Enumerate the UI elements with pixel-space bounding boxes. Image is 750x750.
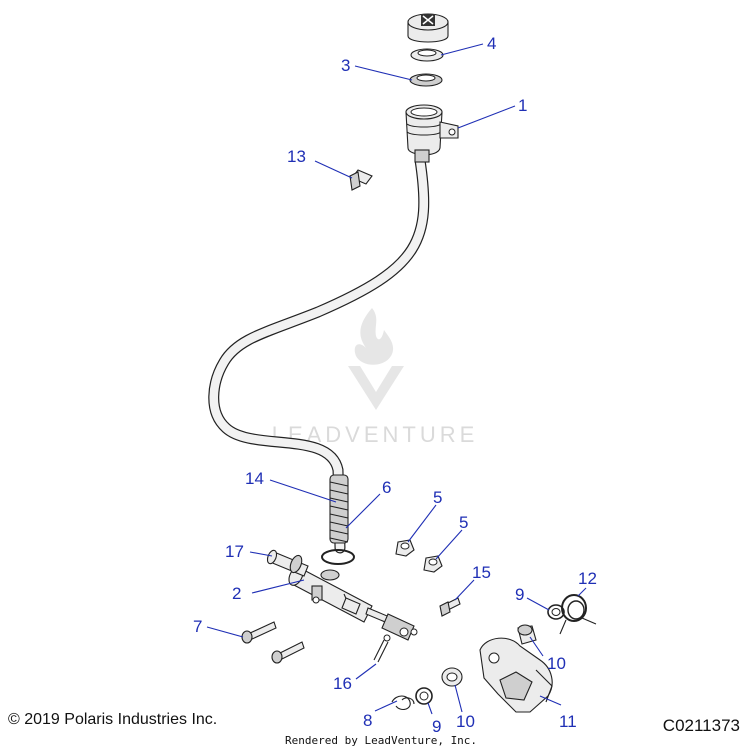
leader-16: [355, 663, 377, 680]
callout-9b: 9: [432, 717, 441, 736]
callout-4: 4: [487, 34, 496, 53]
callout-2: 2: [232, 584, 241, 603]
part-5-nut-upper: [395, 539, 415, 557]
part-17-boot: [266, 549, 309, 577]
leader-11: [539, 695, 562, 706]
callout-5a: 5: [433, 488, 442, 507]
part-6-clamp: [321, 549, 355, 565]
part-10-bushing-upper: [517, 624, 537, 645]
watermark-v-icon: [348, 366, 404, 410]
callout-7: 7: [193, 617, 202, 636]
leader-6: [345, 493, 381, 529]
leader-8: [374, 700, 398, 712]
part-9-washer-upper: [547, 604, 565, 620]
leader-9a: [526, 597, 550, 611]
figure-id: C0211373: [662, 716, 740, 735]
callout-labels: 1 2 3 4 5 5 6 7 8 9 9 10 10 11 12 13 14 …: [193, 34, 597, 736]
leader-5b: [435, 529, 463, 560]
part-13-screw: [349, 169, 373, 191]
watermark: LEADVENTURE: [272, 308, 474, 447]
part-9-washer-lower: [415, 687, 433, 705]
callout-10b: 10: [456, 712, 475, 731]
rendered-by-credit: Rendered by LeadVenture, Inc.: [285, 734, 478, 747]
part-11-pedal-bracket: [479, 637, 553, 713]
callout-6: 6: [382, 478, 391, 497]
part-15-bolt: [439, 597, 461, 617]
callout-11: 11: [559, 712, 577, 731]
leader-lines: [206, 43, 587, 715]
leader-2: [251, 579, 305, 594]
part-5-nut-lower: [423, 555, 443, 573]
callout-15: 15: [472, 563, 491, 582]
callout-3: 3: [341, 56, 350, 75]
part-3-seal-ring: [409, 73, 443, 87]
leader-1: [457, 105, 516, 129]
part-4-diaphragm: [410, 48, 444, 62]
part-16-cotter-pin: [373, 634, 391, 663]
push-rod-clevis: [365, 607, 418, 641]
part-8-clip: [391, 695, 415, 711]
callout-5b: 5: [459, 513, 468, 532]
callout-1: 1: [518, 96, 527, 115]
hose-line: [208, 154, 430, 554]
callout-12: 12: [578, 569, 597, 588]
reservoir-cap: [407, 13, 449, 43]
leader-17: [249, 551, 273, 557]
part-10-bushing-lower: [441, 667, 463, 687]
callout-14: 14: [245, 469, 264, 488]
leader-9b: [427, 702, 433, 715]
callout-10a: 10: [547, 654, 566, 673]
leader-5a: [407, 504, 437, 543]
callout-8: 8: [363, 711, 372, 730]
leader-13: [314, 160, 353, 179]
leader-10a: [529, 636, 544, 657]
leader-4: [440, 43, 484, 56]
callout-9a: 9: [515, 585, 524, 604]
watermark-flame-icon: [354, 308, 394, 365]
leader-15: [454, 579, 475, 601]
leader-7: [206, 626, 244, 638]
copyright-notice: © 2019 Polaris Industries Inc.: [8, 711, 218, 728]
leader-10b: [454, 684, 463, 713]
part-14-hose-spring: [329, 474, 349, 544]
leader-12: [577, 587, 587, 597]
part-7-bolts: [241, 621, 305, 664]
part-1-reservoir: [405, 104, 459, 163]
callout-13: 13: [287, 147, 306, 166]
callout-16: 16: [333, 674, 352, 693]
leader-14: [269, 479, 337, 503]
callout-17: 17: [225, 542, 244, 561]
leader-3: [354, 65, 413, 81]
part-12-spring: [559, 594, 597, 635]
